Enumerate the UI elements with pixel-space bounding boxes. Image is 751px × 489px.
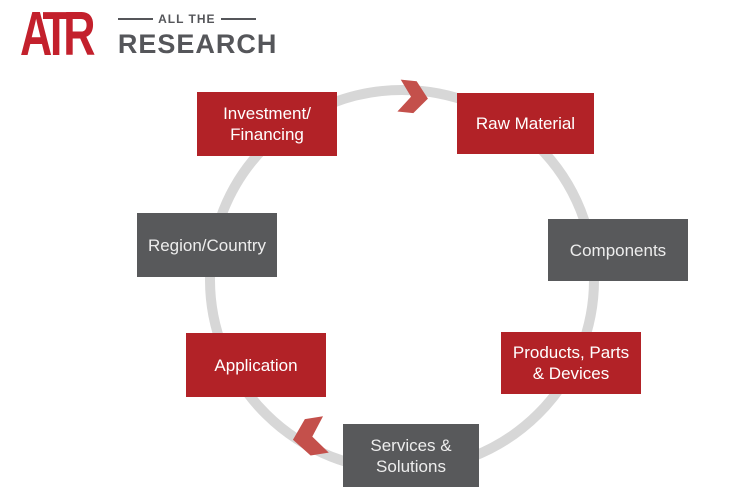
logo-tagline: ALL THE	[158, 12, 216, 26]
node-application: Application	[186, 333, 326, 397]
atr-logo: ATR ALL THE RESEARCH	[20, 0, 278, 69]
logo-wordmark: ALL THE RESEARCH	[117, 4, 278, 60]
tagline-rule-right	[220, 18, 256, 20]
tagline-rule-left	[117, 18, 154, 20]
logo-tagline-row: ALL THE	[117, 12, 256, 26]
arrow-left-icon	[292, 416, 329, 456]
node-products-parts-devices: Products, Parts & Devices	[501, 332, 641, 394]
atr-monogram: ATR	[20, 0, 95, 69]
logo-name: RESEARCH	[117, 29, 278, 59]
node-raw-material: Raw Material	[457, 93, 594, 154]
node-components: Components	[548, 219, 688, 281]
node-investment-financing: Investment/ Financing	[197, 92, 337, 156]
node-services-solutions: Services & Solutions	[343, 424, 479, 487]
arrow-right-icon	[397, 79, 428, 114]
node-region-country: Region/Country	[137, 213, 277, 277]
